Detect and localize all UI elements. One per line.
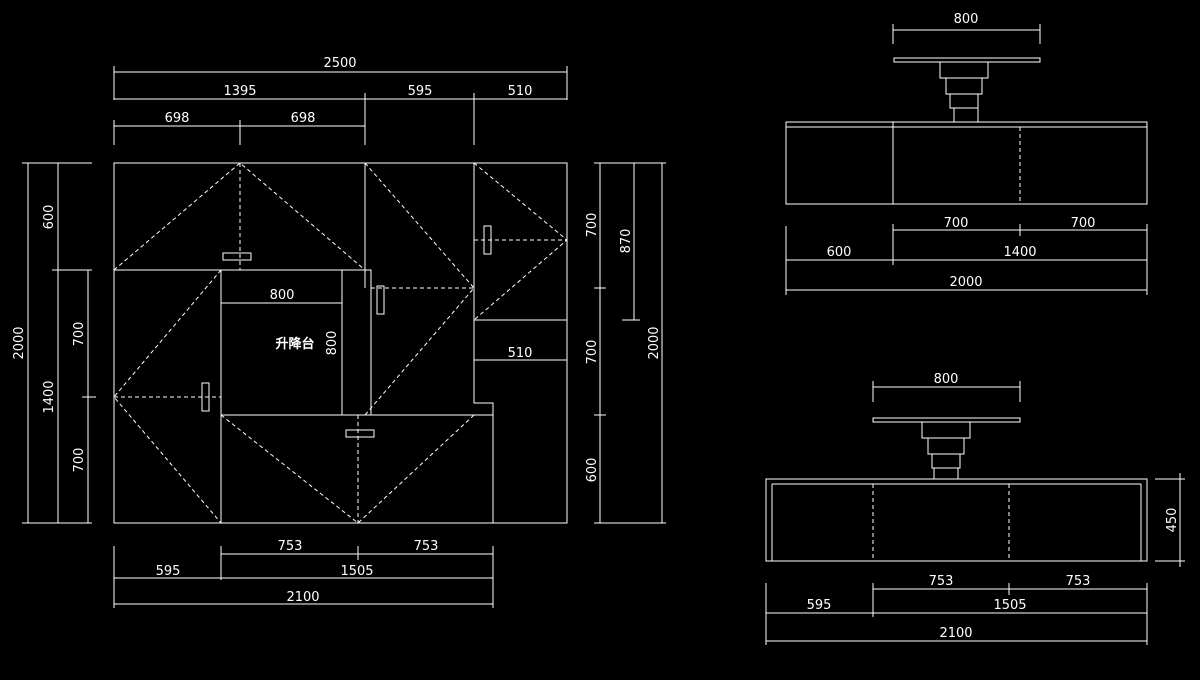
stage-column: [945, 77, 983, 95]
dim-elev-top-2000: 2000: [949, 275, 982, 290]
dim-elev-bot-2100: 2100: [939, 626, 972, 641]
dim-left-top: 600: [42, 205, 57, 230]
lift-stage-label: 升降台: [275, 336, 314, 352]
stage-column: [927, 437, 965, 455]
dim-elev-bot-800: 800: [934, 372, 959, 387]
stage-column: [931, 453, 961, 469]
stage-column: [939, 61, 989, 79]
handle: [483, 225, 492, 255]
dim-right-700b: 700: [585, 340, 600, 365]
dim-left-1400: 1400: [42, 380, 57, 413]
dim-elev-bot-753b: 753: [1066, 574, 1091, 589]
stage-column: [933, 467, 959, 480]
stage-column: [949, 93, 979, 109]
stage-column: [921, 421, 971, 439]
dim-right-total: 2000: [647, 326, 662, 359]
dim-inner-width: 800: [270, 288, 295, 303]
dim-elev-top-700b: 700: [1071, 216, 1096, 231]
dim-overall-width: 2500: [323, 56, 356, 71]
dim-elev-top-1400: 1400: [1003, 245, 1036, 260]
elevation-bottom: 800 450 753 753 595 1505 2100: [765, 372, 1185, 645]
dim-elev-bot-595: 595: [807, 598, 832, 613]
dim-hatch: 510: [508, 346, 533, 361]
dim-half-b: 698: [291, 111, 316, 126]
handle: [345, 429, 375, 438]
dim-right-700a: 700: [585, 213, 600, 238]
plan-view: 800 800 升降台 510 2500 1395 595 510 698 69…: [12, 56, 666, 608]
plan-outline: [113, 162, 568, 524]
handle: [376, 285, 385, 315]
dim-bot-753a: 753: [278, 539, 303, 554]
fold-lines: [220, 414, 475, 524]
fold-lines: [113, 269, 222, 524]
elevation-top: 800 700 700 600 1400 2000: [785, 12, 1148, 295]
dim-half-a: 698: [165, 111, 190, 126]
dim-seg-right: 510: [508, 84, 533, 99]
dim-bot-1505: 1505: [340, 564, 373, 579]
handle: [201, 382, 210, 412]
stage-top-plate: [872, 417, 1021, 423]
dim-left-total: 2000: [12, 326, 27, 359]
dim-inner-height: 800: [325, 331, 340, 356]
dim-bot-753b: 753: [414, 539, 439, 554]
fold-lines: [473, 162, 568, 321]
dim-bot-2100: 2100: [286, 590, 319, 605]
dim-bot-595: 595: [156, 564, 181, 579]
dim-elev-bot-450: 450: [1165, 508, 1180, 533]
dim-elev-top-700a: 700: [944, 216, 969, 231]
stage-column: [953, 107, 979, 123]
dim-elev-top-600: 600: [827, 245, 852, 260]
cabinet-body: [765, 478, 1148, 562]
dim-right-870: 870: [619, 229, 634, 254]
dim-seg-left: 1395: [223, 84, 256, 99]
handle: [222, 252, 252, 261]
dim-left-700b: 700: [72, 448, 87, 473]
dim-elev-top-800: 800: [954, 12, 979, 27]
cabinet-body: [785, 121, 1148, 205]
dim-right-600: 600: [585, 458, 600, 483]
hatched-region: [473, 319, 568, 524]
dim-left-700a: 700: [72, 322, 87, 347]
dim-elev-bot-753a: 753: [929, 574, 954, 589]
dim-elev-bot-1505: 1505: [993, 598, 1026, 613]
stage-top-plate: [893, 57, 1041, 63]
fold-lines: [364, 162, 475, 416]
dim-seg-mid: 595: [408, 84, 433, 99]
fold-lines: [113, 162, 367, 271]
